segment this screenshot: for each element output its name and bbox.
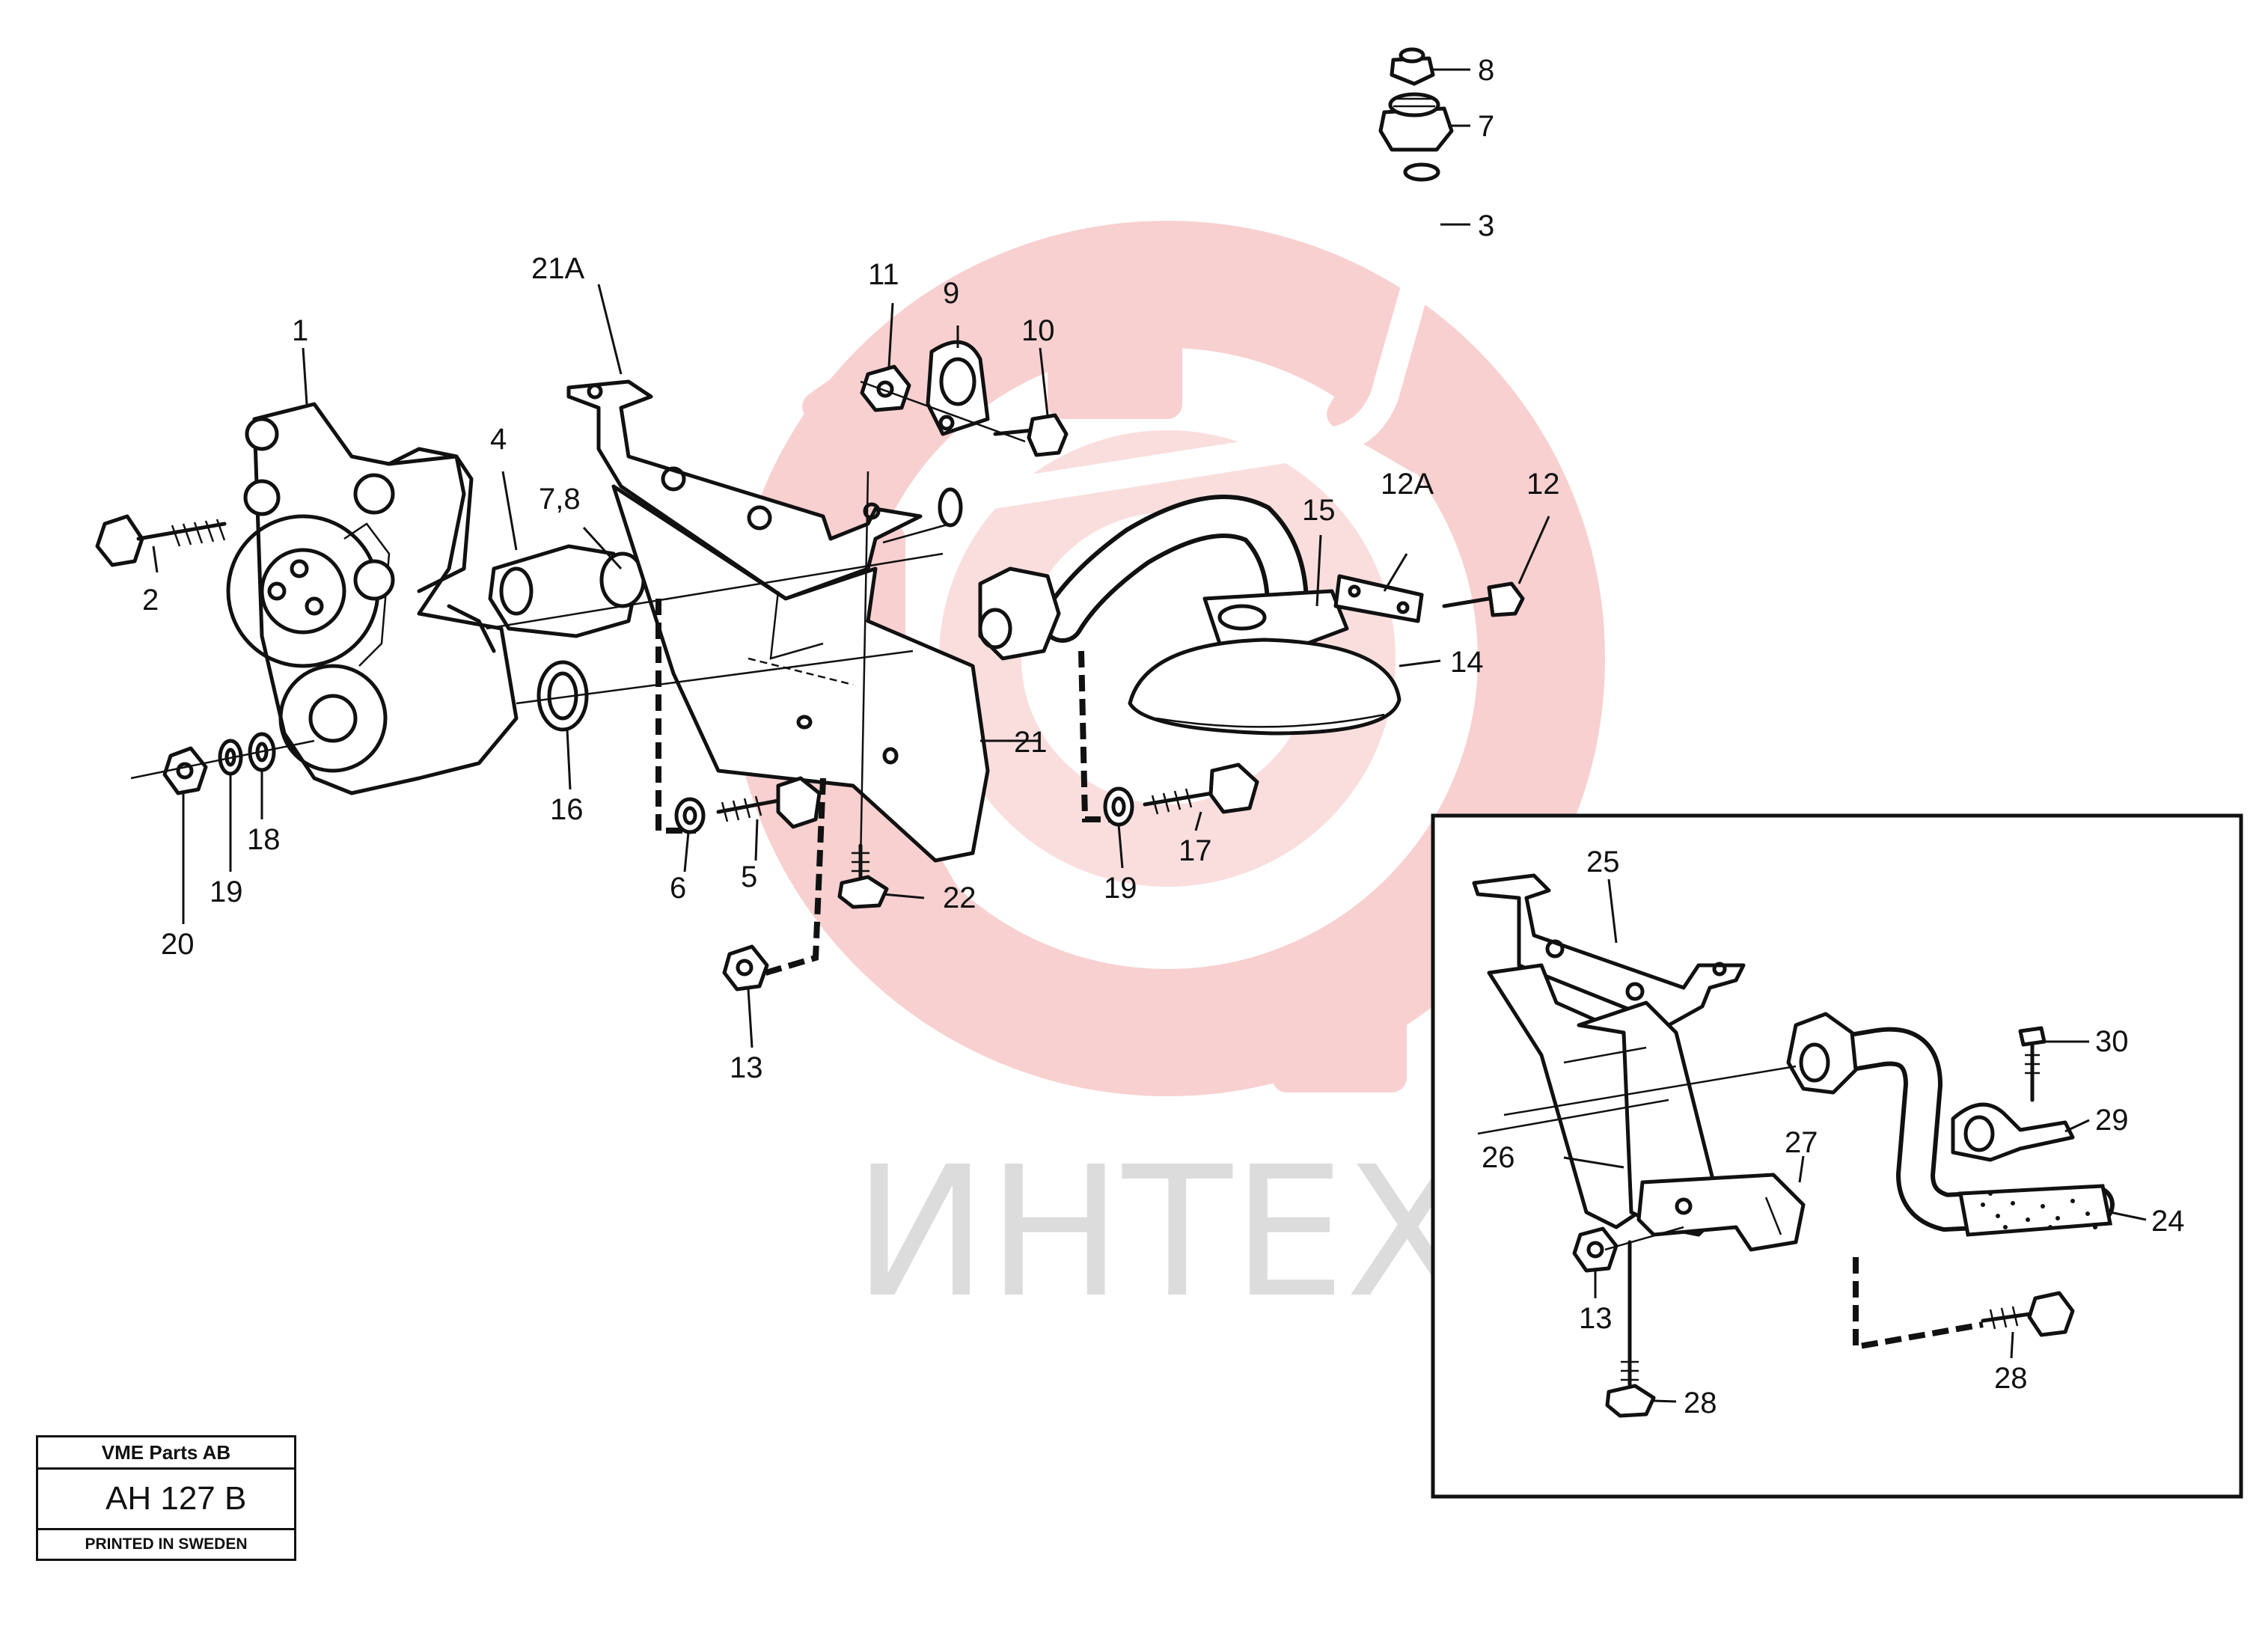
watermark-text: ИНТЕХ xyxy=(853,1128,1469,1337)
nut-7 xyxy=(1378,92,1454,152)
inset-frame xyxy=(1431,813,2243,1499)
callout-27: 27 xyxy=(1785,1126,1818,1159)
title-block-company: VME Parts AB xyxy=(38,1437,294,1470)
title-block-printed: PRINTED IN SWEDEN xyxy=(85,1535,248,1553)
callout-26: 26 xyxy=(1482,1141,1515,1174)
callout-9: 9 xyxy=(943,277,959,310)
callout-4: 4 xyxy=(490,423,507,456)
axis-line-seal xyxy=(516,650,914,705)
assembly-line-5 xyxy=(655,599,696,834)
callout-8: 8 xyxy=(1478,54,1494,87)
callout-labels: 1 2 3 4 5 6 7 7,8 8 9 10 11 12 12A 13 14… xyxy=(142,54,2185,1419)
bolt-22 xyxy=(837,843,889,909)
callout-19-right: 19 xyxy=(1104,872,1137,905)
bracket-12a xyxy=(1333,574,1424,623)
axis-line-inset-b xyxy=(1503,1065,1797,1116)
bolt-28-lower xyxy=(1605,1240,1656,1418)
bolt-17 xyxy=(1143,763,1259,815)
axis-line-22 xyxy=(859,471,869,865)
callout-12a: 12A xyxy=(1381,468,1434,501)
callout-18: 18 xyxy=(247,823,281,856)
callout-20: 20 xyxy=(161,928,195,961)
washer-19-right xyxy=(1103,786,1134,827)
callout-13-inset: 13 xyxy=(1579,1302,1613,1335)
callout-12: 12 xyxy=(1526,468,1560,501)
callout-28-right: 28 xyxy=(1994,1362,2028,1395)
suction-pipe-15 xyxy=(978,495,1349,661)
callout-29: 29 xyxy=(2095,1104,2129,1137)
title-block-code: AH 127 B xyxy=(38,1470,294,1530)
pipe-3 xyxy=(936,158,1451,528)
bolt-28-right xyxy=(1981,1291,2075,1337)
bracket-27 xyxy=(1636,1173,1806,1252)
oil-pump xyxy=(226,402,519,795)
callout-7-8: 7,8 xyxy=(539,483,581,516)
axis-line-pump xyxy=(486,552,944,630)
axis-line-left xyxy=(130,739,315,780)
callout-7: 7 xyxy=(1478,110,1494,143)
callout-11: 11 xyxy=(868,258,899,291)
clamp-29 xyxy=(1951,1102,2075,1162)
callout-24: 24 xyxy=(2151,1205,2185,1238)
strainer-14 xyxy=(1128,638,1402,736)
nut-11 xyxy=(860,364,911,412)
callout-1: 1 xyxy=(292,314,308,347)
nut-13 xyxy=(722,944,769,991)
callout-30: 30 xyxy=(2095,1025,2129,1058)
callout-6: 6 xyxy=(670,872,686,905)
callout-2: 2 xyxy=(142,584,159,617)
axis-line-inset-a xyxy=(1477,1098,1669,1135)
callout-3: 3 xyxy=(1478,210,1494,242)
axis-line-pipe xyxy=(882,522,951,544)
axis-line-inset-c xyxy=(1604,1226,1684,1251)
bracket-21 xyxy=(611,484,990,863)
callout-21a: 21A xyxy=(531,252,584,285)
callout-21: 21 xyxy=(1014,726,1048,759)
callout-14: 14 xyxy=(1450,646,1484,679)
callout-22: 22 xyxy=(943,881,976,914)
callout-15: 15 xyxy=(1302,494,1336,527)
suction-pipe-24 xyxy=(1786,1012,2115,1237)
callout-10: 10 xyxy=(1021,314,1055,347)
clamp-9 xyxy=(926,340,990,436)
bracket-25 xyxy=(1472,873,1746,1027)
nut-20 xyxy=(162,746,208,795)
washer-6 xyxy=(674,797,706,834)
callout-28: 28 xyxy=(1684,1387,1717,1419)
nut-13-inset xyxy=(1572,1226,1619,1273)
callout-13: 13 xyxy=(730,1051,763,1084)
bolt-5 xyxy=(716,776,822,829)
title-block: VME Parts AB AH 127 B PRINTED IN SWEDEN xyxy=(36,1435,296,1561)
callout-17: 17 xyxy=(1179,834,1212,867)
assembly-line-17 xyxy=(1078,650,1115,822)
axis-line-clamp xyxy=(860,380,1026,443)
callout-16: 16 xyxy=(550,793,584,826)
plug-8 xyxy=(1390,47,1435,86)
leader-lines xyxy=(152,68,2147,1403)
flange-4 xyxy=(488,544,646,638)
callout-5: 5 xyxy=(741,861,757,893)
bracket-21a xyxy=(566,379,923,601)
callout-25: 25 xyxy=(1586,846,1620,878)
bolt-2 xyxy=(95,514,227,567)
bolt-12 xyxy=(1442,581,1525,617)
callout-19: 19 xyxy=(210,875,243,908)
assembly-line-28 xyxy=(1853,1257,1984,1351)
